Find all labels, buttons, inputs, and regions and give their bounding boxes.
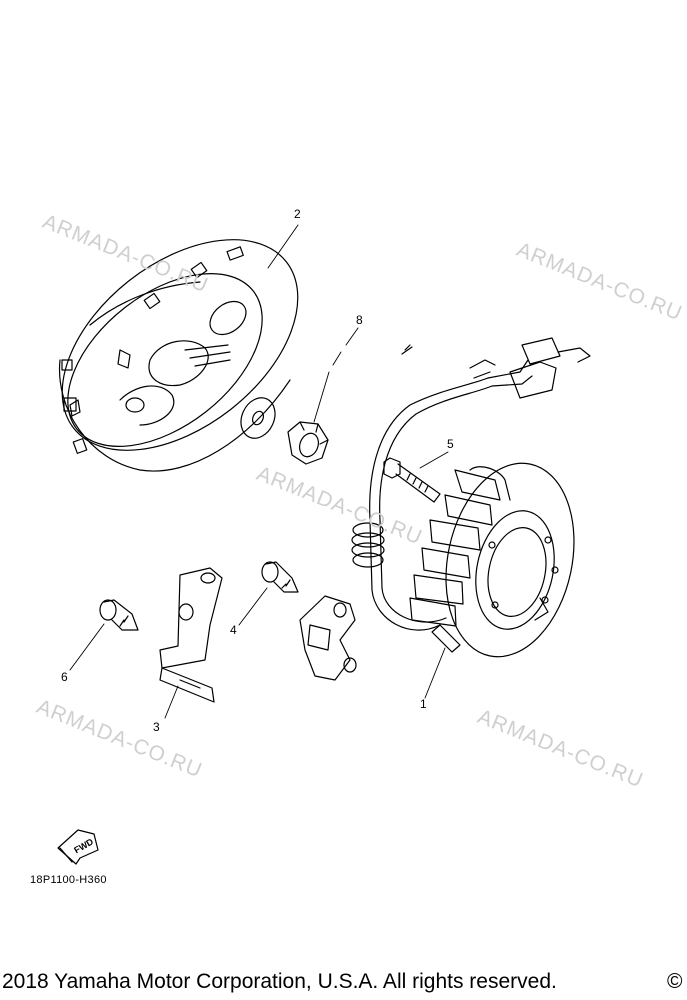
callout-3: 3 (153, 720, 160, 734)
callout-5: 5 (447, 437, 454, 451)
fwd-arrow-icon: FWD (57, 829, 99, 865)
callout-2: 2 (294, 207, 301, 221)
bracket (159, 567, 223, 703)
washer (240, 397, 276, 439)
callout-4: 4 (230, 623, 237, 637)
bolt-4 (261, 561, 299, 593)
rotor-flywheel (58, 239, 299, 472)
bolt-5 (383, 457, 441, 503)
copyright-symbol: © (667, 970, 683, 993)
callout-8: 8 (356, 313, 363, 327)
callout-1: 1 (420, 697, 427, 711)
nut (287, 421, 329, 465)
leader-lines (69, 224, 449, 719)
stator-assembly (351, 337, 591, 658)
pickup-coil (299, 595, 357, 681)
callout-6: 6 (61, 670, 68, 684)
diagram-code: 18P1100-H360 (30, 874, 107, 886)
copyright-notice: 2018 Yamaha Motor Corporation, U.S.A. Al… (2, 970, 557, 993)
bolt-6 (99, 599, 139, 631)
